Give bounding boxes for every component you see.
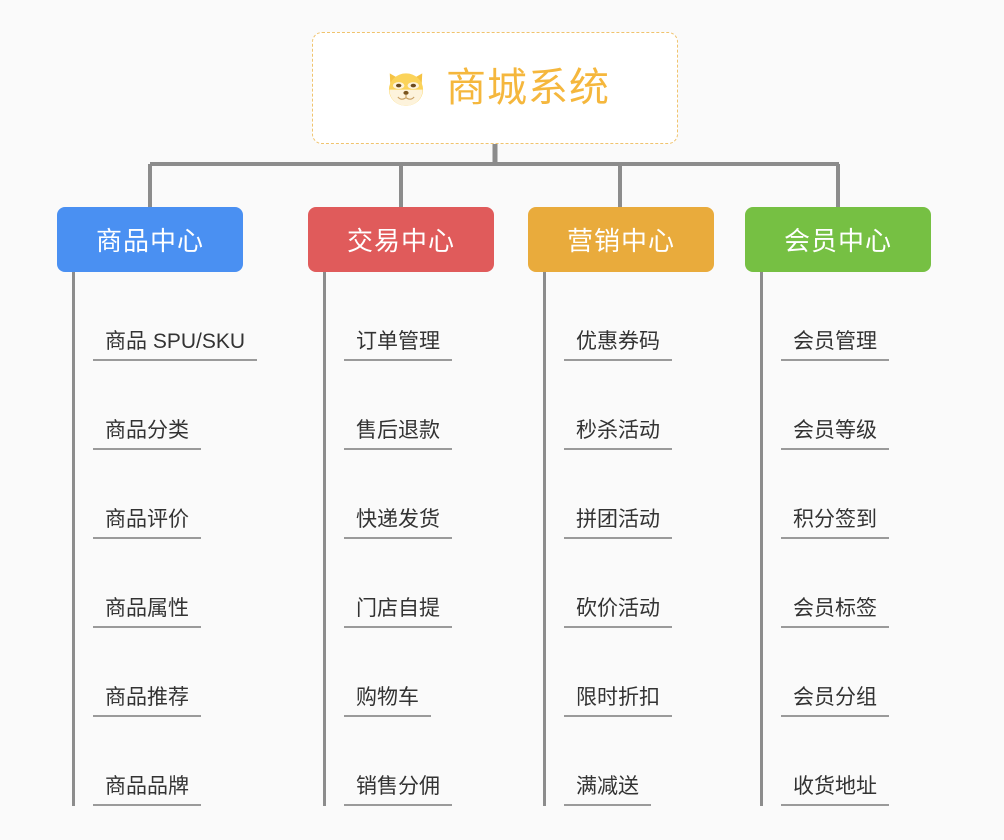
branch-header-trade-center[interactable]: 交易中心	[308, 207, 494, 272]
leaf-label: 秒杀活动	[564, 419, 672, 450]
leaf-label: 会员管理	[781, 330, 889, 361]
leaf-label: 快递发货	[344, 508, 452, 539]
list-item[interactable]: 商品评价	[93, 450, 247, 539]
branch-header-member-center[interactable]: 会员中心	[745, 207, 931, 272]
leaf-label: 积分签到	[781, 508, 889, 539]
list-item[interactable]: 会员管理	[781, 272, 935, 361]
leaf-label: 商品品牌	[93, 775, 201, 806]
leaf-label: 销售分佣	[344, 775, 452, 806]
list-item[interactable]: 秒杀活动	[564, 361, 718, 450]
list-item[interactable]: 收货地址	[781, 717, 935, 806]
list-item[interactable]: 会员分组	[781, 628, 935, 717]
root-node[interactable]: 商城系统	[312, 32, 678, 144]
shiba-dog-face-icon	[380, 62, 432, 114]
list-item[interactable]: 砍价活动	[564, 539, 718, 628]
list-item[interactable]: 商品推荐	[93, 628, 247, 717]
leaf-label: 满减送	[564, 775, 651, 806]
branch-items-member-center: 会员管理 会员等级 积分签到 会员标签 会员分组 收货地址	[760, 272, 935, 806]
list-item[interactable]: 商品属性	[93, 539, 247, 628]
branch-trade-center: 交易中心 订单管理 售后退款 快递发货 门店自提 购物车 销售分佣	[308, 207, 498, 806]
list-item[interactable]: 订单管理	[344, 272, 498, 361]
leaf-label: 商品属性	[93, 597, 201, 628]
leaf-label: 商品推荐	[93, 686, 201, 717]
leaf-label: 砍价活动	[564, 597, 672, 628]
list-item[interactable]: 购物车	[344, 628, 498, 717]
branch-member-center: 会员中心 会员管理 会员等级 积分签到 会员标签 会员分组 收货地址	[745, 207, 935, 806]
branch-items-product-center: 商品 SPU/SKU 商品分类 商品评价 商品属性 商品推荐 商品品牌	[72, 272, 258, 806]
branch-header-marketing-center[interactable]: 营销中心	[528, 207, 714, 272]
list-item[interactable]: 会员标签	[781, 539, 935, 628]
leaf-label: 商品 SPU/SKU	[93, 330, 258, 361]
list-item[interactable]: 限时折扣	[564, 628, 718, 717]
branch-header-product-center[interactable]: 商品中心	[57, 207, 243, 272]
list-item[interactable]: 销售分佣	[344, 717, 498, 806]
branch-product-center: 商品中心 商品 SPU/SKU 商品分类 商品评价 商品属性 商品推荐 商品品牌	[57, 207, 258, 806]
leaf-label: 售后退款	[344, 419, 452, 450]
leaf-label: 限时折扣	[564, 686, 672, 717]
list-item[interactable]: 商品分类	[93, 361, 247, 450]
list-item[interactable]: 优惠券码	[564, 272, 718, 361]
leaf-label: 会员等级	[781, 419, 889, 450]
list-item[interactable]: 商品品牌	[93, 717, 247, 806]
leaf-label: 收货地址	[781, 775, 889, 806]
list-item[interactable]: 商品 SPU/SKU	[93, 272, 258, 361]
list-item[interactable]: 门店自提	[344, 539, 498, 628]
branch-items-marketing-center: 优惠券码 秒杀活动 拼团活动 砍价活动 限时折扣 满减送	[543, 272, 718, 806]
list-item[interactable]: 积分签到	[781, 450, 935, 539]
leaf-label: 会员分组	[781, 686, 889, 717]
leaf-label: 商品分类	[93, 419, 201, 450]
leaf-label: 购物车	[344, 686, 431, 717]
leaf-label: 拼团活动	[564, 508, 672, 539]
list-item[interactable]: 售后退款	[344, 361, 498, 450]
list-item[interactable]: 快递发货	[344, 450, 498, 539]
leaf-label: 会员标签	[781, 597, 889, 628]
leaf-label: 商品评价	[93, 508, 201, 539]
leaf-label: 订单管理	[344, 330, 452, 361]
branch-items-trade-center: 订单管理 售后退款 快递发货 门店自提 购物车 销售分佣	[323, 272, 498, 806]
list-item[interactable]: 会员等级	[781, 361, 935, 450]
list-item[interactable]: 拼团活动	[564, 450, 718, 539]
root-title: 商城系统	[446, 66, 610, 110]
leaf-label: 优惠券码	[564, 330, 672, 361]
branch-marketing-center: 营销中心 优惠券码 秒杀活动 拼团活动 砍价活动 限时折扣 满减送	[528, 207, 718, 806]
leaf-label: 门店自提	[344, 597, 452, 628]
list-item[interactable]: 满减送	[564, 717, 718, 806]
